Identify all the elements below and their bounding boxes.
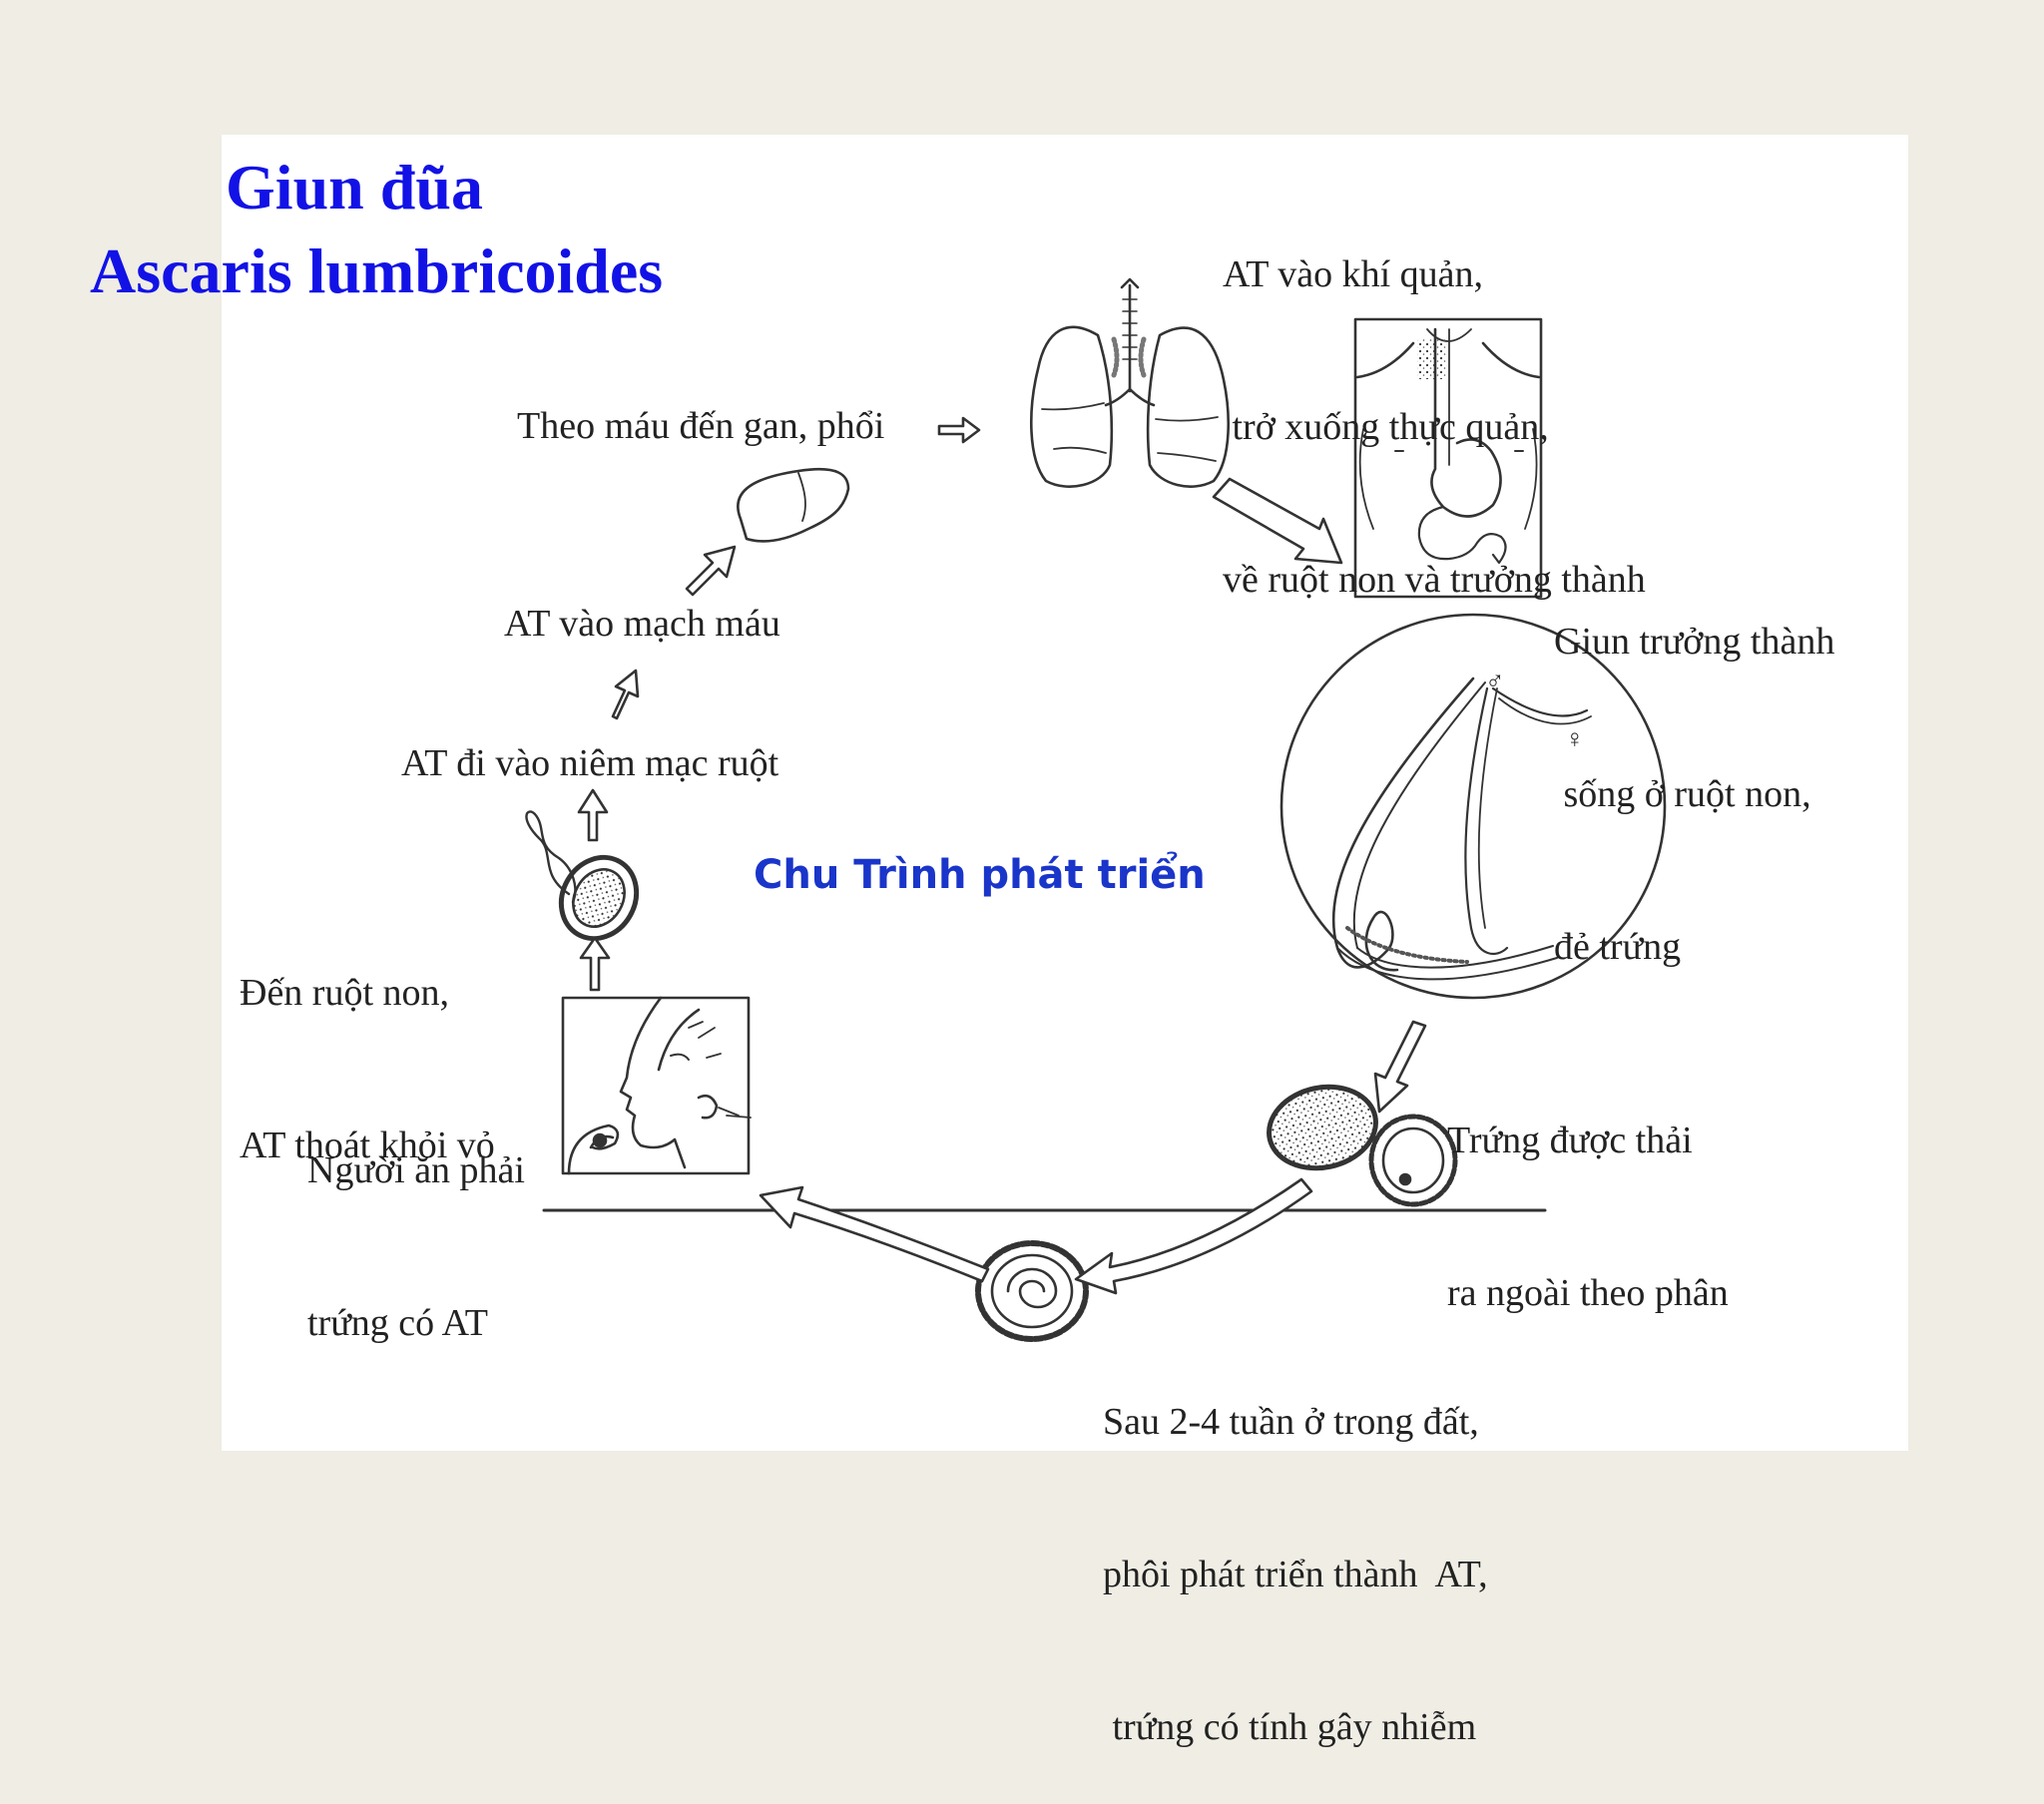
arrow-icon [759, 1185, 990, 1283]
person-eating-icon [561, 996, 752, 1175]
page-subtitle: Ascaris lumbricoides [90, 235, 664, 306]
step-line: phôi phát triển thành AT, [1103, 1554, 1488, 1595]
step-hatch-label: Đến ruột non, AT thoát khỏi vỏ [240, 866, 495, 1222]
arrow-icon [1212, 477, 1343, 565]
step-ingest-label: Người ăn phải trứng có AT [307, 1044, 525, 1400]
arrow-icon [1074, 1177, 1313, 1295]
diagram-panel [222, 135, 1908, 1451]
step-line: AT thoát khỏi vỏ [240, 1125, 495, 1166]
arrow-icon [685, 545, 737, 597]
arrow-icon [579, 936, 611, 992]
lungs-icon [1030, 277, 1230, 488]
fresh-eggs-icon [1267, 1084, 1458, 1207]
adult-worms-icon [1279, 613, 1667, 1000]
step-eggs-out-label: Trứng được thải ra ngoài theo phân [1447, 1014, 1729, 1370]
page-title: Giun đũa [226, 152, 483, 223]
step-line: trứng có AT [307, 1302, 489, 1344]
infective-egg-icon [975, 1240, 1089, 1342]
arrow-icon [611, 669, 640, 720]
torso-icon [1353, 317, 1543, 599]
step-adult-label: Giun trưởng thành sống ở ruột non, đẻ tr… [1554, 515, 1834, 1024]
step-mucosa-label: AT đi vào niêm mạc ruột [401, 742, 779, 784]
step-trachea-label: AT vào khí quản, trở xuống thực quản, về… [1223, 148, 1646, 657]
step-line: Đến ruột non, [240, 972, 450, 1014]
liver-icon [737, 467, 850, 543]
step-line: Người ăn phải [307, 1149, 525, 1191]
hatching-larva-icon [525, 810, 640, 942]
step-line: sống ở ruột non, [1554, 773, 1811, 815]
step-line: AT vào khí quản, [1223, 253, 1484, 295]
step-line: trở xuống thực quản, [1223, 406, 1549, 448]
step-line: đẻ trứng [1554, 926, 1682, 968]
step-line: trứng có tính gây nhiễm [1103, 1706, 1477, 1748]
step-blood-label: AT vào mạch máu [504, 603, 780, 645]
arrow-icon [577, 788, 609, 842]
step-line: Sau 2-4 tuần ở trong đất, [1103, 1401, 1479, 1443]
female-symbol: ♀ [1565, 724, 1585, 753]
male-symbol: ♂ [1485, 667, 1505, 695]
step-line: Trứng được thải [1447, 1120, 1693, 1161]
arrow-icon [1373, 1020, 1427, 1114]
lifecycle-artwork [525, 277, 1667, 1342]
cycle-caption: Chu Trình phát triển [754, 852, 1206, 898]
step-line: về ruột non và trưởng thành [1223, 559, 1646, 601]
step-line: Giun trưởng thành [1554, 621, 1835, 663]
step-line: ra ngoài theo phân [1447, 1272, 1729, 1314]
step-liver-lung-label: Theo máu đến gan, phổi [517, 405, 885, 447]
step-soil-label: Sau 2-4 tuần ở trong đất, phôi phát triể… [1103, 1295, 1488, 1804]
arrow-icon [937, 416, 981, 444]
